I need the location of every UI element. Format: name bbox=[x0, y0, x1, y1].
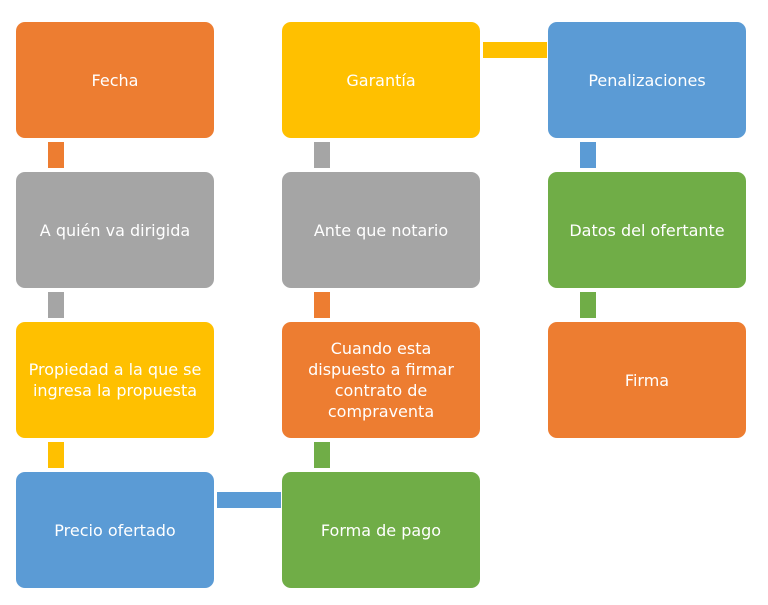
step-forma-de-pago-label: Forma de pago bbox=[320, 520, 442, 540]
connector-propiedad-precio bbox=[48, 442, 64, 468]
step-ante-que-notario-label: Ante que notario bbox=[313, 220, 449, 240]
step-garantia: Garantía bbox=[282, 22, 480, 138]
step-a-quien-va-dirigida-label: A quién va dirigida bbox=[39, 220, 191, 240]
step-firma: Firma bbox=[548, 322, 746, 438]
connector-garantia-penalizaciones bbox=[483, 42, 547, 58]
connector-datos-firma bbox=[580, 292, 596, 318]
step-datos-del-ofertante: Datos del ofertante bbox=[548, 172, 746, 288]
step-cuando-firmar-label: Cuando esta dispuesto a firmar contrato … bbox=[308, 339, 454, 421]
connector-quien-propiedad bbox=[48, 292, 64, 318]
step-penalizaciones: Penalizaciones bbox=[548, 22, 746, 138]
step-fecha: Fecha bbox=[16, 22, 214, 138]
step-penalizaciones-label: Penalizaciones bbox=[588, 70, 706, 90]
connector-fecha-quien bbox=[48, 142, 64, 168]
step-precio-ofertado: Precio ofertado bbox=[16, 472, 214, 588]
connector-cuando-notario bbox=[314, 292, 330, 318]
connector-precio-forma bbox=[217, 492, 281, 508]
step-propiedad-label: Propiedad a la que se ingresa la propues… bbox=[28, 360, 202, 400]
step-a-quien-va-dirigida: A quién va dirigida bbox=[16, 172, 214, 288]
step-fecha-label: Fecha bbox=[91, 70, 139, 90]
step-forma-de-pago: Forma de pago bbox=[282, 472, 480, 588]
step-datos-del-ofertante-label: Datos del ofertante bbox=[569, 220, 725, 240]
step-precio-ofertado-label: Precio ofertado bbox=[54, 520, 176, 540]
step-garantia-label: Garantía bbox=[346, 70, 416, 90]
connector-forma-cuando bbox=[314, 442, 330, 468]
step-propiedad: Propiedad a la que se ingresa la propues… bbox=[16, 322, 214, 438]
step-ante-que-notario: Ante que notario bbox=[282, 172, 480, 288]
step-cuando-firmar: Cuando esta dispuesto a firmar contrato … bbox=[282, 322, 480, 438]
connector-penalizaciones-datos bbox=[580, 142, 596, 168]
step-firma-label: Firma bbox=[624, 370, 670, 390]
connector-notario-garantia bbox=[314, 142, 330, 168]
